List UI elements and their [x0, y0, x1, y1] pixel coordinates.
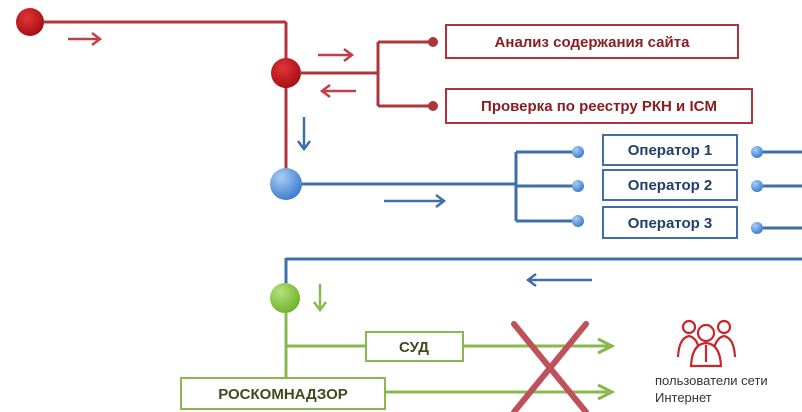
operator-3-label: Оператор 3	[628, 215, 713, 232]
arrow-down-icon	[313, 284, 327, 313]
green-flow: СУД РОСКОМНАДЗОР	[180, 283, 616, 412]
arrow-right-icon	[384, 194, 447, 208]
court-label: СУД	[399, 339, 429, 356]
roskomnadzor-label: РОСКОМНАДЗОР	[218, 386, 348, 403]
roskomnadzor-box: РОСКОМНАДЗОР	[180, 377, 386, 410]
users-group-icon	[676, 319, 737, 368]
operator-2-label: Оператор 2	[628, 177, 713, 194]
operator-3-out-dot	[751, 222, 763, 234]
content-analysis-label: Анализ содержания сайта	[495, 34, 691, 51]
operator-1-out-dot	[751, 146, 763, 158]
users-label-line-2: Интернет	[655, 390, 712, 405]
check-node	[271, 58, 301, 88]
red-flow: Анализ содержания сайта Проверка по реес…	[16, 8, 753, 182]
court-box: СУД	[365, 331, 464, 362]
users-label-line-1: пользователи сети	[655, 373, 768, 388]
operator-1-in-dot	[572, 146, 584, 158]
operator-2-in-dot	[572, 180, 584, 192]
operator-1-label: Оператор 1	[628, 142, 713, 159]
cross-icon	[511, 321, 589, 412]
arrow-left-icon	[319, 84, 356, 98]
content-analysis-box: Анализ содержания сайта	[445, 24, 739, 59]
operators-node	[270, 168, 302, 200]
operator-3-in-dot	[572, 215, 584, 227]
enforcement-node	[270, 283, 300, 313]
registry-check-label: Проверка по реестру РКН и ICM	[481, 98, 717, 115]
operator-1-box: Оператор 1	[602, 134, 738, 166]
arrow-down-icon	[297, 117, 311, 152]
arrow-left-icon	[525, 273, 592, 287]
blue-flow: Оператор 1 Оператор 2 Оператор 3	[270, 117, 802, 287]
start-node	[16, 8, 44, 36]
arrow-right-icon	[318, 48, 355, 62]
arrow-right-icon	[68, 32, 103, 46]
analysis-connector-dot	[428, 37, 438, 47]
operator-2-out-dot	[751, 180, 763, 192]
operator-3-box: Оператор 3	[602, 206, 738, 239]
registry-connector-dot	[428, 101, 438, 111]
operator-2-box: Оператор 2	[602, 169, 738, 201]
registry-check-box: Проверка по реестру РКН и ICM	[445, 88, 753, 124]
